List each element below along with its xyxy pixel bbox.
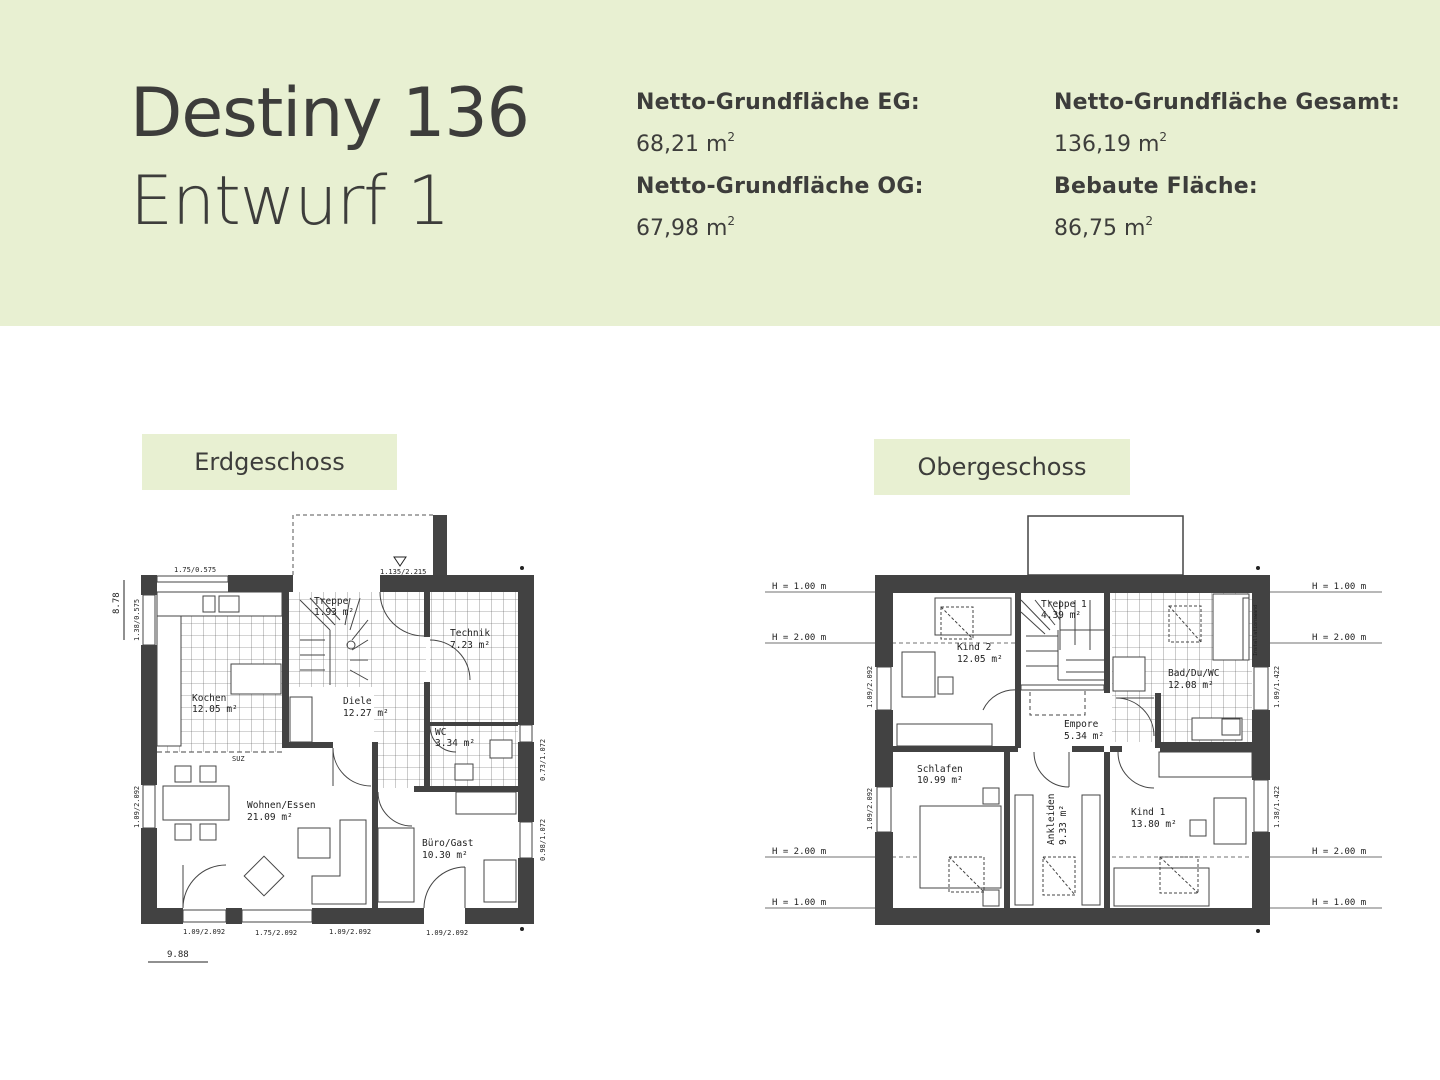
height-lines xyxy=(765,591,1382,909)
dim-bottom-4: 1.09/2.092 xyxy=(426,929,468,937)
doors-eg xyxy=(182,591,471,909)
upper-floor-plan: H = 1.00 m H = 2.00 m H = 2.00 m H = 1.0… xyxy=(765,515,1382,933)
header-banner: Destiny 136 Entwurf 1 Netto-Grundfläche … xyxy=(0,0,1440,326)
stat-label-total: Netto-Grundfläche Gesamt: xyxy=(1054,90,1400,115)
terrace-outline xyxy=(292,514,433,575)
room-area-treppe: 1.93 m² xyxy=(314,607,354,618)
design-name: Entwurf 1 xyxy=(130,162,450,241)
room-area-empore: 5.34 m² xyxy=(1064,731,1104,742)
dim-right-lower: 0.98/1.072 xyxy=(539,819,547,861)
dim-bottom-1: 1.09/2.092 xyxy=(183,928,225,936)
dim-width: 9.88 xyxy=(167,950,189,960)
room-area-technik: 7.23 m² xyxy=(450,640,490,651)
dining-table xyxy=(162,785,230,821)
room-area-schlafen: 10.99 m² xyxy=(917,775,963,786)
dim-og-right-upper: 1.09/1.422 xyxy=(1273,666,1281,708)
height-left-2: H = 2.00 m xyxy=(772,633,826,643)
room-area-kind1: 13.80 m² xyxy=(1131,819,1177,830)
room-area-wc: 3.34 m² xyxy=(435,738,475,749)
dim-top-left: 1.75/0.575 xyxy=(174,566,216,574)
ground-walls xyxy=(141,575,534,924)
room-area-diele: 12.27 m² xyxy=(343,708,389,719)
dim-left-upper: 1.38/0.575 xyxy=(133,599,141,641)
room-name-treppe1: Treppe 1 xyxy=(1041,599,1087,610)
bed-kind1 xyxy=(1113,867,1210,907)
installation-wall-label: Installationswand xyxy=(1253,605,1259,656)
technik-floor xyxy=(430,592,518,722)
doors-og xyxy=(982,689,1155,789)
room-name-technik: Technik xyxy=(450,628,490,639)
kitchen-island xyxy=(230,663,282,695)
room-name-empore: Empore xyxy=(1064,719,1099,730)
dim-right-upper: 0.73/1.072 xyxy=(539,739,547,781)
stat-label-eg: Netto-Grundfläche EG: xyxy=(636,90,920,115)
room-name-kind2: Kind 2 xyxy=(957,642,991,653)
room-name-wc: WC xyxy=(435,727,446,738)
height-right-4: H = 1.00 m xyxy=(1312,898,1366,908)
stat-value-total: 136,19 m2 xyxy=(1054,130,1168,157)
upper-floor-title: Obergeschoss xyxy=(874,439,1130,495)
dim-og-left-upper: 1.09/2.092 xyxy=(866,666,874,708)
windows-og xyxy=(876,597,1269,833)
room-area-wohnen: 21.09 m² xyxy=(247,812,293,823)
dim-left-lower: 1.09/2.092 xyxy=(133,786,141,828)
stairs-og xyxy=(1020,599,1104,681)
room-name-buero: Büro/Gast xyxy=(422,838,473,849)
height-right-3: H = 2.00 m xyxy=(1312,847,1366,857)
room-name-kind1: Kind 1 xyxy=(1131,807,1166,818)
ground-floor-plan: Treppe 1.93 m² Technik 7.23 m² Kochen 12… xyxy=(112,514,547,963)
stat-label-og: Netto-Grundfläche OG: xyxy=(636,174,924,199)
model-name: Destiny 136 xyxy=(130,74,530,153)
room-area-buero: 10.30 m² xyxy=(422,850,468,861)
dim-left-height: 8.78 xyxy=(112,592,122,614)
office-bed xyxy=(377,827,415,903)
room-name-diele: Diele xyxy=(343,696,372,707)
room-area-kochen: 12.05 m² xyxy=(192,704,238,715)
room-name-schlafen: Schlafen xyxy=(917,764,963,775)
stairs-eg xyxy=(299,597,369,685)
room-name-kochen: Kochen xyxy=(192,693,226,704)
ground-floor-title: Erdgeschoss xyxy=(142,434,397,490)
dim-top-door: 1.135/2.215 xyxy=(380,568,426,576)
height-left-1: H = 1.00 m xyxy=(772,582,826,592)
bed-schlafen xyxy=(919,805,1002,889)
hall-floor xyxy=(374,592,426,788)
room-name-bad: Bad/Du/WC xyxy=(1168,668,1219,679)
stat-value-eg: 68,21 m2 xyxy=(636,130,736,157)
height-right-1: H = 1.00 m xyxy=(1312,582,1366,592)
entrance-arrow xyxy=(393,556,407,567)
dim-bottom-2: 1.75/2.092 xyxy=(255,929,297,937)
stat-label-built: Bebaute Fläche: xyxy=(1054,174,1258,199)
balcony xyxy=(1027,515,1184,576)
height-left-3: H = 2.00 m xyxy=(772,847,826,857)
dim-bottom-3: 1.09/2.092 xyxy=(329,928,371,936)
upper-walls xyxy=(875,575,1270,925)
room-name-treppe: Treppe xyxy=(314,596,349,607)
page-title: Destiny 136 Entwurf 1 xyxy=(130,74,530,241)
stat-value-built: 86,75 m2 xyxy=(1054,214,1154,241)
sofa xyxy=(311,819,367,905)
shower xyxy=(1112,656,1146,692)
windows-eg xyxy=(142,575,533,923)
dim-og-left-lower: 1.09/2.092 xyxy=(866,788,874,830)
stat-value-og: 67,98 m2 xyxy=(636,214,736,241)
dim-og-right-lower: 1.38/1.422 xyxy=(1273,786,1281,828)
room-area-treppe1: 4.39 m² xyxy=(1041,610,1081,621)
height-left-4: H = 1.00 m xyxy=(772,898,826,908)
room-area-kind2: 12.05 m² xyxy=(957,654,1003,665)
suz-label: SUZ xyxy=(232,755,245,763)
height-right-2: H = 2.00 m xyxy=(1312,633,1366,643)
room-name-ankleiden: Ankleiden xyxy=(1046,794,1057,845)
room-area-ankleiden: 9.33 m² xyxy=(1058,805,1069,845)
room-area-bad: 12.08 m² xyxy=(1168,680,1214,691)
room-name-wohnen: Wohnen/Essen xyxy=(247,800,316,811)
